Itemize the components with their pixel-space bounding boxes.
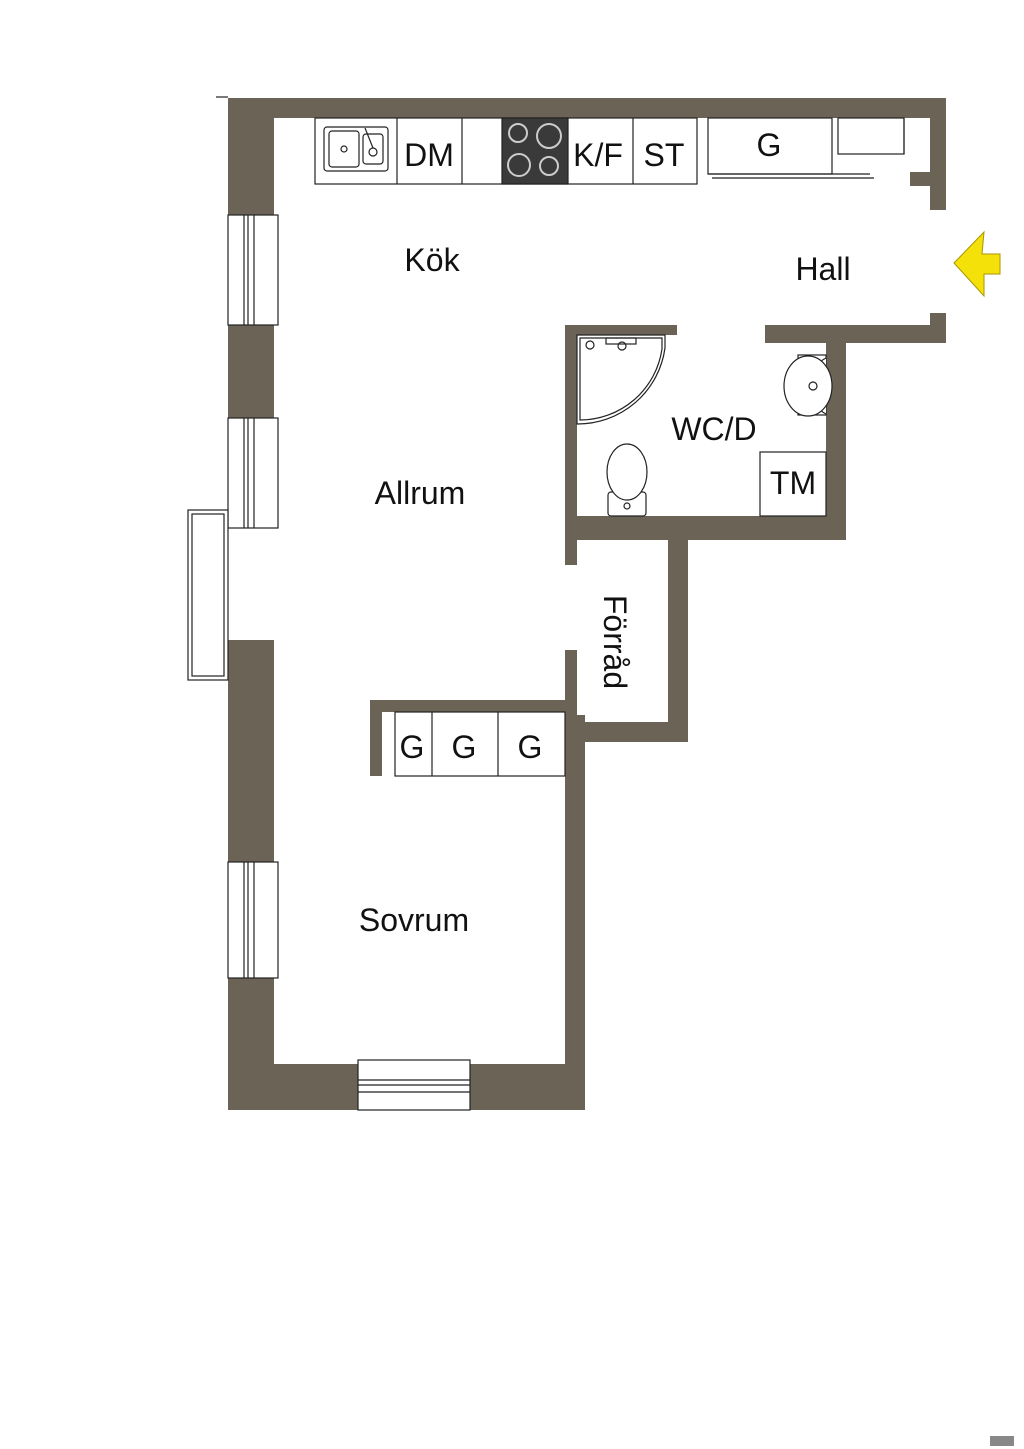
entrance-arrow-icon bbox=[953, 230, 1001, 298]
sink-icon bbox=[323, 126, 389, 172]
room-label-hall: Hall bbox=[795, 251, 850, 287]
fixture-label-wardrobe-2: G bbox=[452, 729, 477, 765]
fixture-label-hall-wardrobe: G bbox=[757, 127, 782, 163]
corner-mark bbox=[990, 1436, 1014, 1446]
walls bbox=[228, 98, 946, 1110]
fixture-label-wardrobe-1: G bbox=[400, 729, 425, 765]
room-label-bedroom: Sovrum bbox=[359, 902, 469, 938]
fixture-label-dishwasher: DM bbox=[404, 137, 454, 173]
room-label-kitchen: Kök bbox=[404, 242, 460, 278]
window-kitchen bbox=[227, 214, 279, 326]
window-bedroom-bottom bbox=[357, 1059, 471, 1111]
toilet-icon bbox=[606, 443, 648, 517]
window-bedroom-side bbox=[227, 861, 279, 979]
basin-icon bbox=[783, 354, 833, 417]
windows bbox=[187, 96, 471, 1111]
stove-icon bbox=[507, 123, 562, 177]
shower-icon bbox=[576, 334, 666, 425]
fixture-label-wardrobe-3: G bbox=[518, 729, 543, 765]
fixture-label-washer: TM bbox=[770, 465, 816, 501]
wardrobes bbox=[394, 711, 566, 777]
room-label-living: Allrum bbox=[375, 475, 466, 511]
room-label-bath: WC/D bbox=[671, 411, 756, 447]
room-label-storage: Förråd bbox=[597, 595, 633, 689]
washer-box bbox=[759, 451, 827, 517]
fixture-label-fridge-freezer: K/F bbox=[573, 137, 623, 173]
balcony-door bbox=[187, 509, 229, 681]
window-living bbox=[227, 417, 279, 529]
fixture-label-st: ST bbox=[644, 137, 685, 173]
